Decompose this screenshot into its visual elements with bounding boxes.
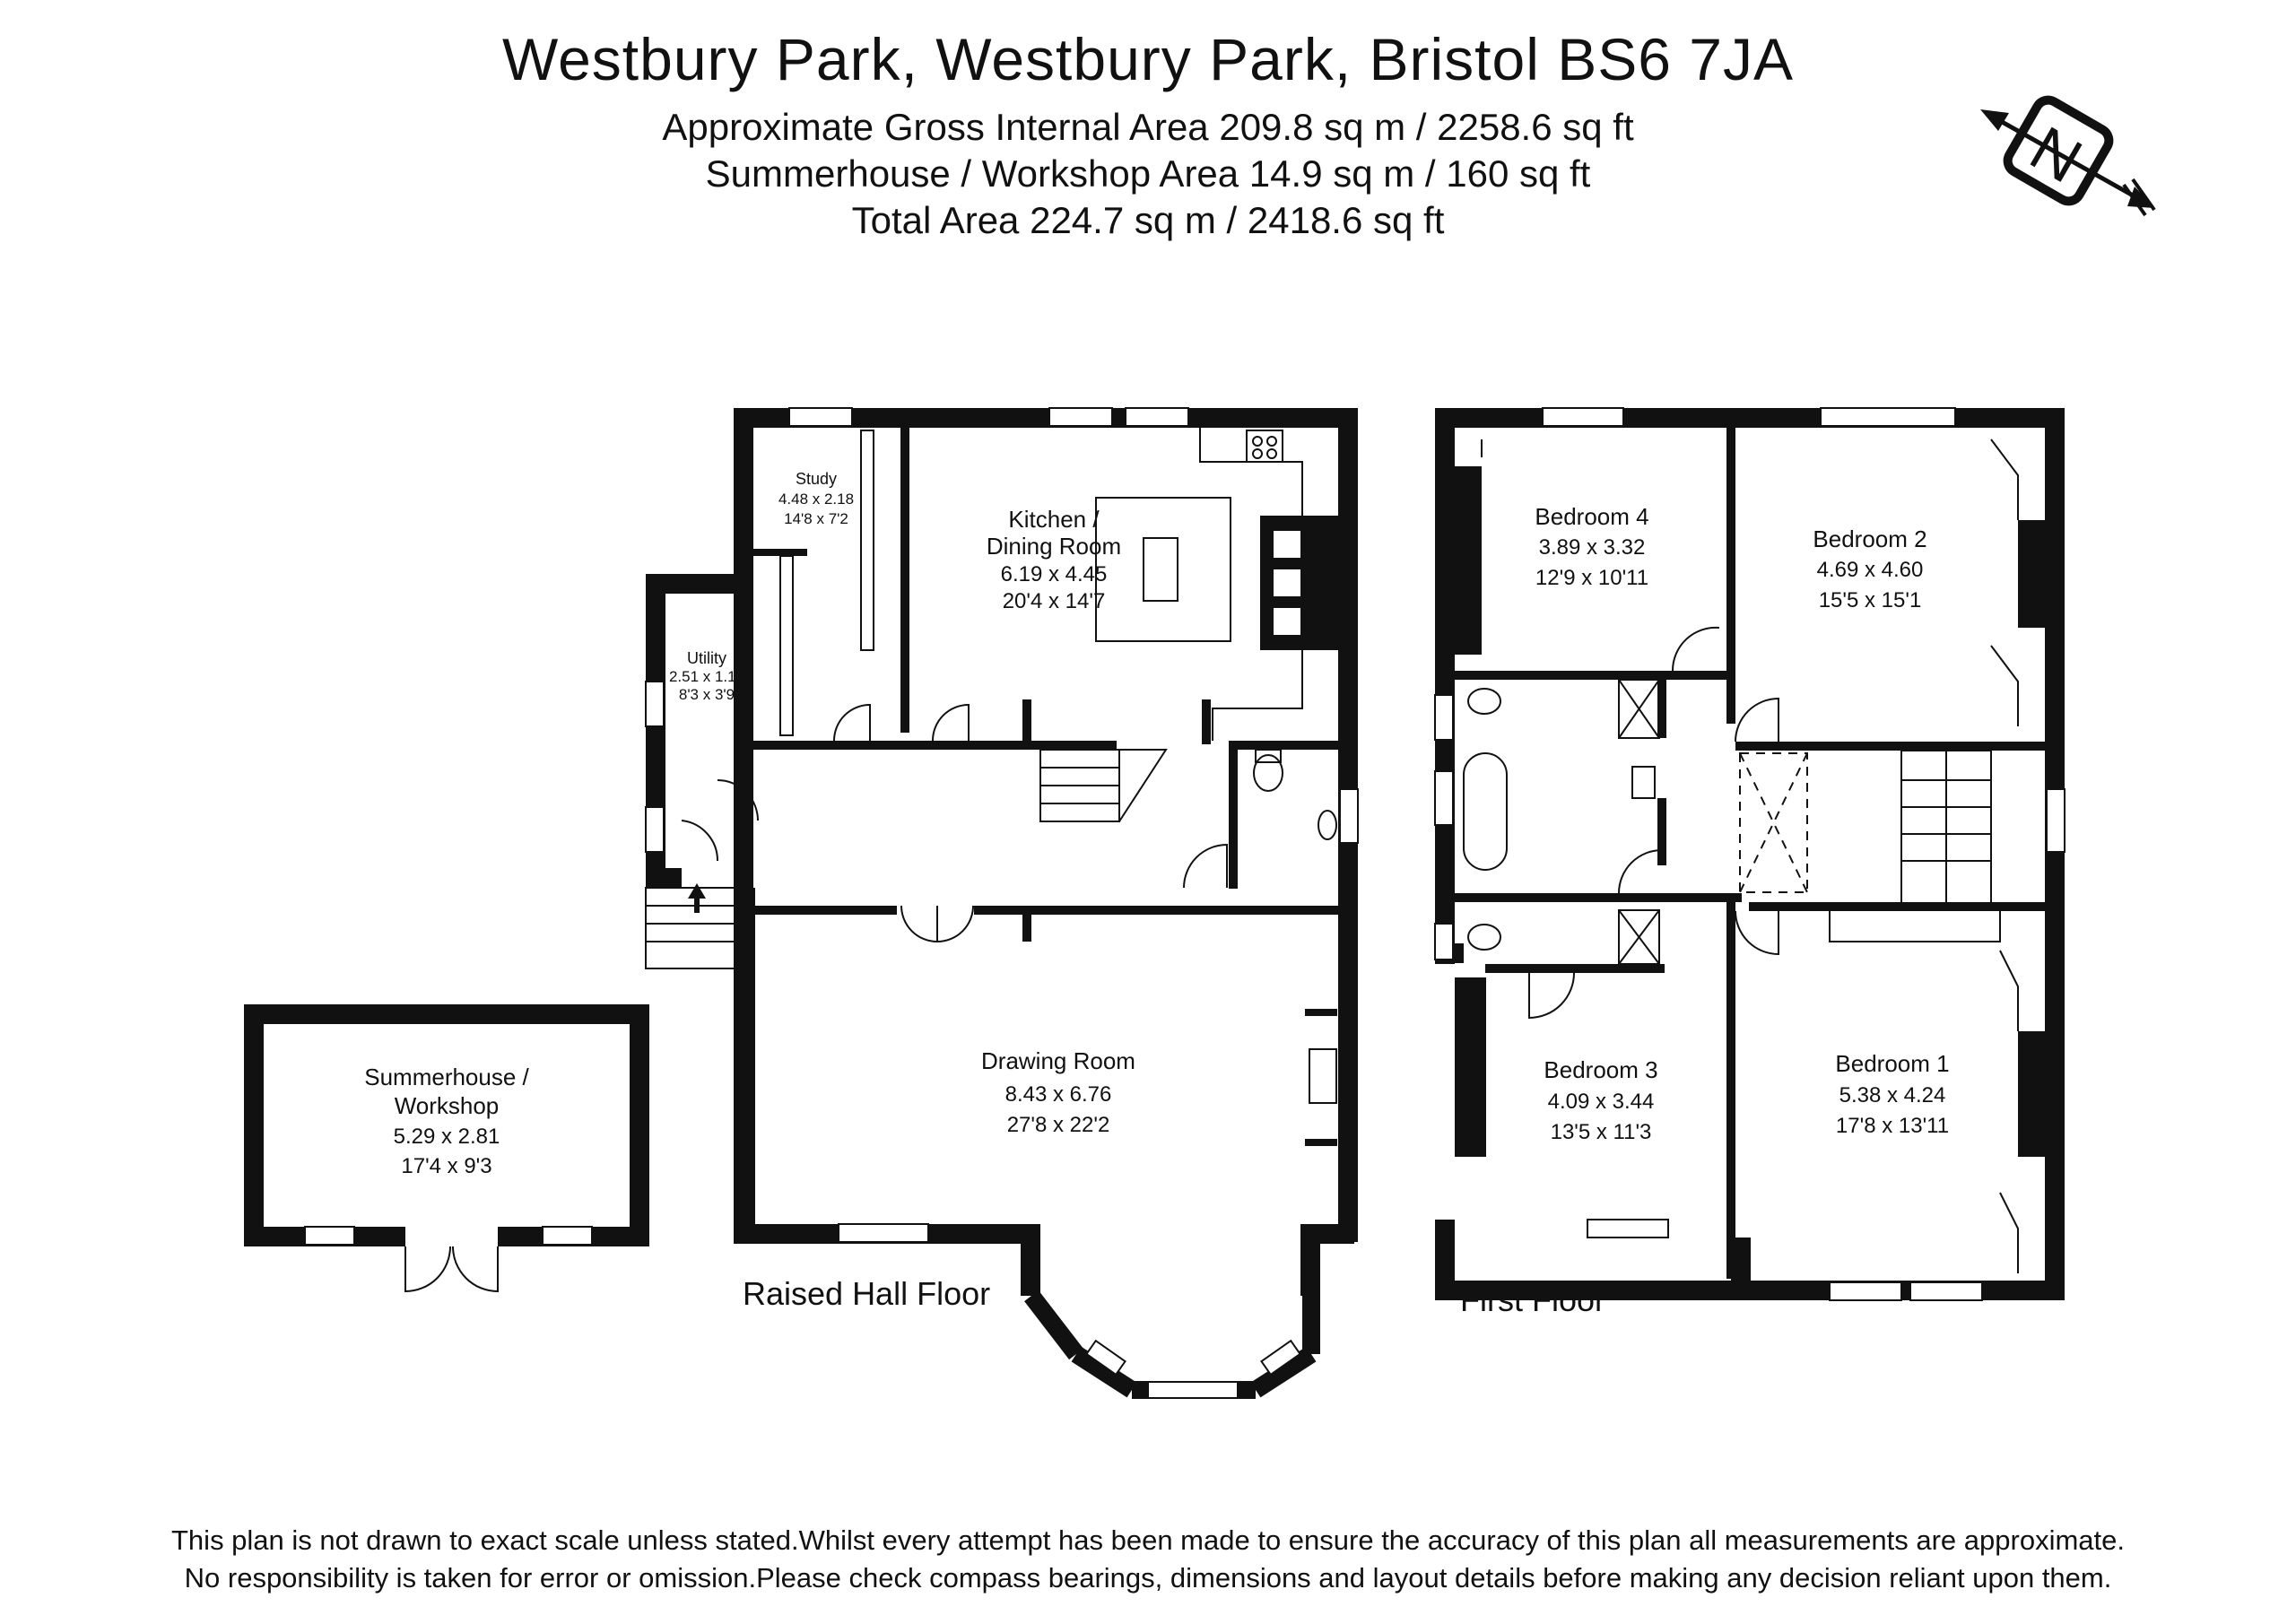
svg-text:Bedroom 2: Bedroom 2	[1813, 525, 1926, 552]
room-label-bedroom-2: Bedroom 2 4.69 x 4.60 15'5 x 15'1	[1813, 525, 1926, 612]
floor-label-raised-hall: Raised Hall Floor	[743, 1275, 990, 1312]
svg-text:13'5 x 11'3: 13'5 x 11'3	[1551, 1120, 1652, 1144]
room-label-bedroom-3: Bedroom 3 4.09 x 3.44 13'5 x 11'3	[1544, 1056, 1657, 1144]
gross-internal-area: Approximate Gross Internal Area 209.8 sq…	[662, 106, 1634, 148]
north-compass-icon: N	[1980, 95, 2156, 217]
svg-text:8.43 x 6.76: 8.43 x 6.76	[1005, 1082, 1112, 1107]
svg-text:5.29 x 2.81: 5.29 x 2.81	[394, 1125, 500, 1149]
room-label-bedroom-1: Bedroom 1 5.38 x 4.24 17'8 x 13'11	[1835, 1050, 1949, 1138]
svg-text:14'8 x 7'2: 14'8 x 7'2	[784, 510, 848, 527]
room-label-summerhouse: Summerhouse / Workshop 5.29 x 2.81 17'4 …	[364, 1064, 529, 1178]
summerhouse-area: Summerhouse / Workshop Area 14.9 sq m / …	[705, 152, 1591, 195]
disclaimer-line-2: No responsibility is taken for error or …	[184, 1562, 2112, 1594]
room-label-study: Study 4.48 x 2.18 14'8 x 7'2	[778, 470, 854, 527]
raised-hall-floor-plan	[645, 407, 1359, 1399]
svg-text:8'3 x 3'9: 8'3 x 3'9	[679, 686, 735, 703]
svg-text:Study: Study	[796, 470, 837, 488]
svg-text:Utility: Utility	[687, 649, 726, 667]
svg-text:Summerhouse /: Summerhouse /	[364, 1064, 529, 1090]
svg-text:Bedroom 4: Bedroom 4	[1535, 503, 1648, 530]
svg-text:12'9 x 10'11: 12'9 x 10'11	[1535, 566, 1648, 590]
svg-text:17'8 x 13'11: 17'8 x 13'11	[1836, 1114, 1949, 1138]
disclaimer-line-1: This plan is not drawn to exact scale un…	[171, 1524, 2125, 1556]
first-floor-plan	[1434, 407, 2066, 1301]
svg-text:27'8 x 22'2: 27'8 x 22'2	[1007, 1113, 1110, 1137]
svg-text:Dining Room: Dining Room	[987, 533, 1121, 560]
svg-text:4.48 x 2.18: 4.48 x 2.18	[778, 491, 854, 508]
svg-text:4.69 x 4.60: 4.69 x 4.60	[1817, 558, 1924, 582]
summerhouse-plan	[244, 1004, 649, 1293]
plan-title: Westbury Park, Westbury Park, Bristol BS…	[501, 26, 1795, 92]
svg-text:Kitchen /: Kitchen /	[1008, 506, 1100, 533]
svg-text:3.89 x 3.32: 3.89 x 3.32	[1539, 535, 1646, 560]
svg-text:17'4 x 9'3: 17'4 x 9'3	[401, 1154, 491, 1178]
floor-label-first: First Floor	[1460, 1281, 1605, 1318]
total-area: Total Area 224.7 sq m / 2418.6 sq ft	[851, 199, 1445, 241]
svg-text:Bedroom 1: Bedroom 1	[1835, 1050, 1949, 1077]
svg-text:2.51 x 1.15: 2.51 x 1.15	[669, 668, 744, 685]
svg-text:Drawing Room: Drawing Room	[981, 1047, 1135, 1074]
svg-text:Bedroom 3: Bedroom 3	[1544, 1056, 1657, 1083]
svg-text:4.09 x 3.44: 4.09 x 3.44	[1548, 1090, 1655, 1114]
room-label-kitchen-dining: Kitchen / Dining Room 6.19 x 4.45 20'4 x…	[987, 506, 1121, 613]
svg-text:6.19 x 4.45: 6.19 x 4.45	[1001, 562, 1108, 586]
svg-text:20'4 x 14'7: 20'4 x 14'7	[1003, 589, 1106, 613]
room-label-drawing-room: Drawing Room 8.43 x 6.76 27'8 x 22'2	[981, 1047, 1135, 1137]
room-label-bedroom-4: Bedroom 4 3.89 x 3.32 12'9 x 10'11	[1535, 503, 1648, 590]
svg-text:5.38 x 4.24: 5.38 x 4.24	[1839, 1083, 1946, 1107]
room-label-utility: Utility 2.51 x 1.15 8'3 x 3'9	[669, 649, 744, 703]
svg-text:15'5 x 15'1: 15'5 x 15'1	[1819, 588, 1922, 612]
svg-text:Workshop: Workshop	[395, 1092, 500, 1119]
